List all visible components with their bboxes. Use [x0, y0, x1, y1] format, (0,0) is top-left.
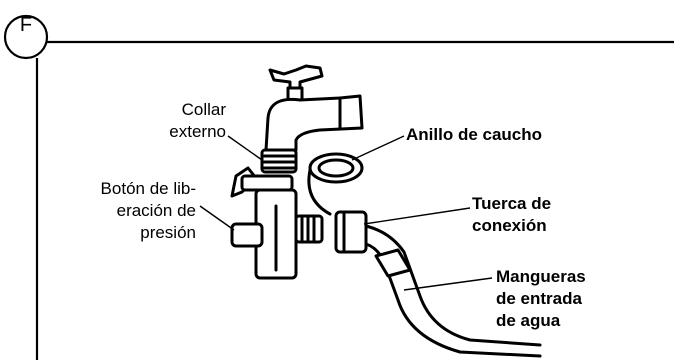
leader-outer-collar	[227, 135, 263, 161]
leader-rubber-ring	[351, 135, 405, 161]
leader-connection-nut	[363, 207, 471, 225]
leader-inlet-hoses	[403, 277, 493, 291]
label-outer-collar: Collar externo	[169, 100, 226, 141]
badge-circle	[3, 14, 49, 60]
inlet-hose	[364, 224, 542, 358]
faucet-body	[264, 94, 364, 152]
label-inlet-hoses: Mangueras de entrada de agua	[496, 267, 586, 330]
label-rubber-ring: Anillo de caucho	[406, 125, 543, 144]
figure-letter: F	[19, 14, 33, 36]
label-connection-nut: Tuerca de conexión	[472, 194, 552, 235]
faucet-handle	[268, 64, 324, 90]
connection-nut	[334, 210, 368, 254]
faucet-illustration	[230, 64, 542, 358]
label-release-button: Botón de lib- eración de presión	[100, 179, 196, 242]
release-button	[230, 222, 264, 248]
leader-release-button	[199, 205, 235, 231]
